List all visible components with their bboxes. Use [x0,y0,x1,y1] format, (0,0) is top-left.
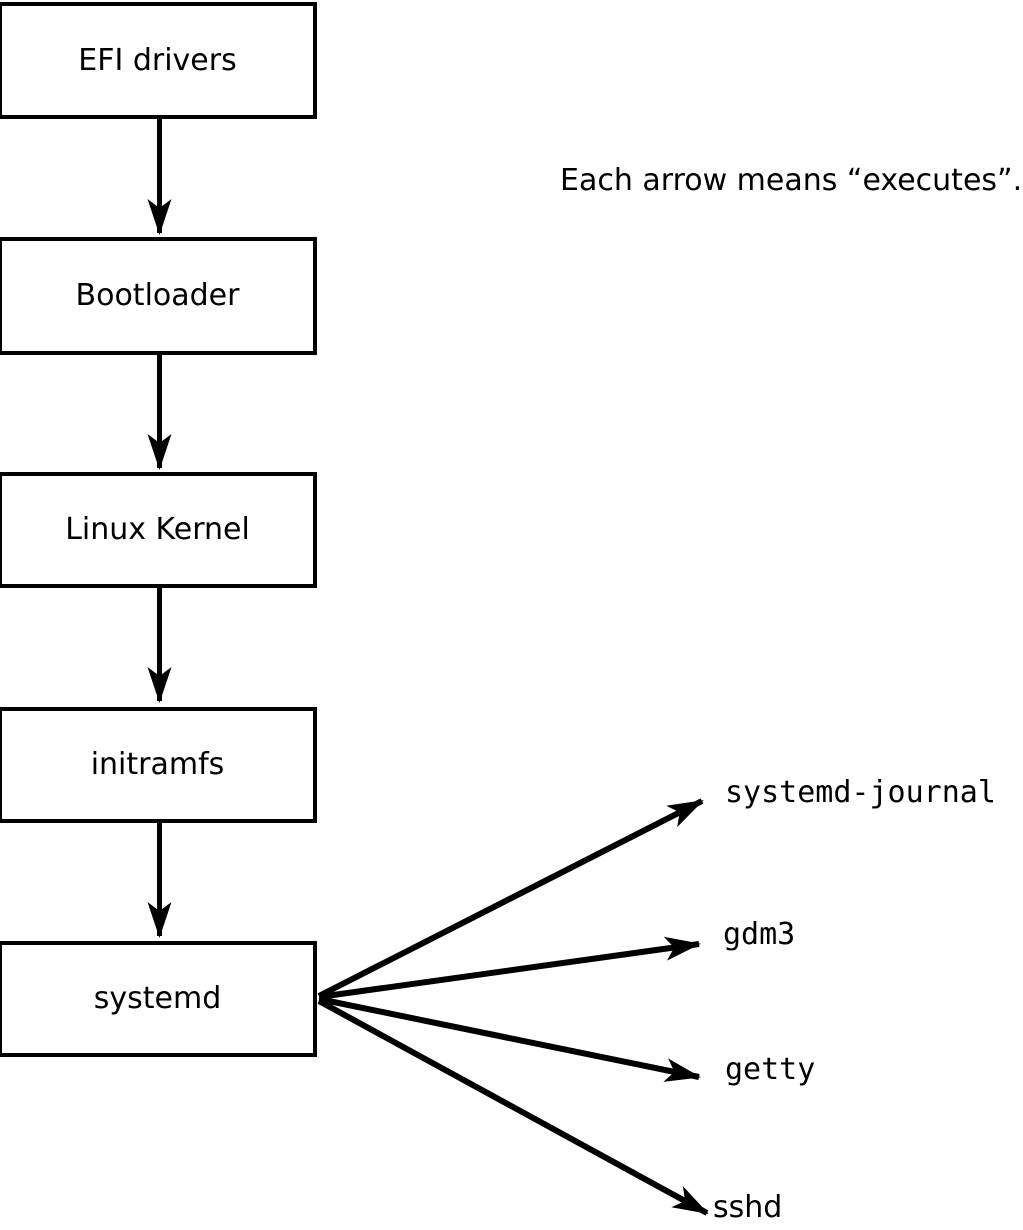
node-bootloader: Bootloader [0,237,317,355]
target-gdm3: gdm3 [723,917,796,952]
node-initramfs-label: initramfs [90,747,225,782]
target-systemd-journal: systemd-journal [725,775,996,810]
target-sshd: sshd [713,1190,783,1225]
node-systemd-label: systemd [93,981,222,1016]
arrow-systemd-to-sshd [317,998,709,1216]
arrow-systemd-to-gdm3 [318,936,701,1000]
legend-note: Each arrow means “executes”. [560,163,1023,198]
node-bootloader-label: Bootloader [75,278,240,313]
node-efi-drivers-label: EFI drivers [78,42,237,78]
node-efi-drivers: EFI drivers [0,2,317,119]
node-systemd: systemd [0,941,317,1057]
node-linux-kernel-label: Linux Kernel [65,512,250,547]
target-getty: getty [725,1052,816,1087]
node-initramfs: initramfs [0,707,317,823]
node-linux-kernel: Linux Kernel [0,472,317,588]
arrow-systemd-to-getty [318,996,701,1082]
arrow-systemd-to-journal [317,798,704,999]
